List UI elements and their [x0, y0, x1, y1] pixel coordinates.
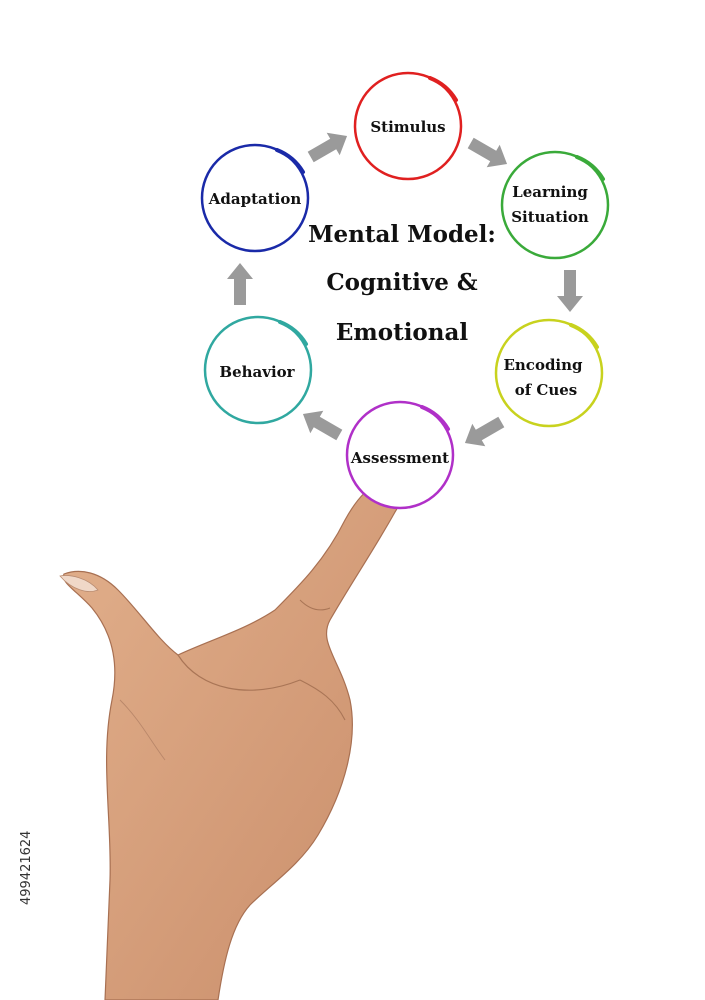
cycle-arrows — [227, 132, 583, 447]
stock-id-text: 499421624 — [19, 831, 34, 905]
node-learning-situation-accent — [575, 155, 605, 181]
arrow-encoding-to-assessment — [464, 416, 505, 447]
node-assessment-label: Assessment — [350, 449, 449, 467]
diagram-title: Mental Model: Cognitive & Emotional — [308, 221, 496, 346]
node-learning-situation-circle — [500, 150, 610, 260]
node-assessment-circle — [345, 400, 455, 510]
pointing-hand-image — [59, 477, 404, 1000]
arrow-assessment-to-behavior — [302, 410, 343, 441]
node-adaptation: Adaptation — [200, 143, 310, 253]
node-encoding-of-cues-circle — [494, 318, 604, 428]
arrow-behavior-to-adaptation — [227, 263, 253, 305]
title-line-2: Cognitive & — [326, 269, 478, 296]
node-encoding-of-cues-accent — [569, 323, 599, 349]
node-assessment-accent — [420, 405, 450, 431]
node-stimulus-accent — [428, 76, 458, 102]
node-stimulus: Stimulus — [353, 71, 463, 181]
node-stimulus-circle — [353, 71, 463, 181]
title-line-3: Emotional — [336, 319, 469, 346]
title-line-1: Mental Model: — [308, 221, 496, 248]
arrow-learning-to-encoding — [557, 270, 583, 312]
node-learning-situation-label-2: Situation — [511, 208, 589, 226]
arrow-adaptation-to-stimulus — [307, 132, 348, 163]
node-stimulus-label: Stimulus — [370, 118, 445, 136]
node-behavior-accent — [278, 320, 308, 346]
node-behavior-circle — [203, 315, 313, 425]
node-behavior: Behavior — [203, 315, 313, 425]
node-adaptation-label: Adaptation — [208, 190, 302, 208]
node-learning-situation: Learning Situation — [500, 150, 610, 260]
node-adaptation-accent — [275, 148, 305, 174]
arrow-stimulus-to-learning — [467, 137, 508, 168]
node-assessment: Assessment — [345, 400, 455, 510]
node-adaptation-circle — [200, 143, 310, 253]
node-encoding-of-cues-label-1: Encoding — [503, 356, 583, 374]
node-learning-situation-label-1: Learning — [512, 183, 588, 201]
node-encoding-of-cues-label-2: of Cues — [515, 381, 578, 399]
node-behavior-label: Behavior — [219, 363, 295, 381]
node-encoding-of-cues: Encoding of Cues — [494, 318, 604, 428]
